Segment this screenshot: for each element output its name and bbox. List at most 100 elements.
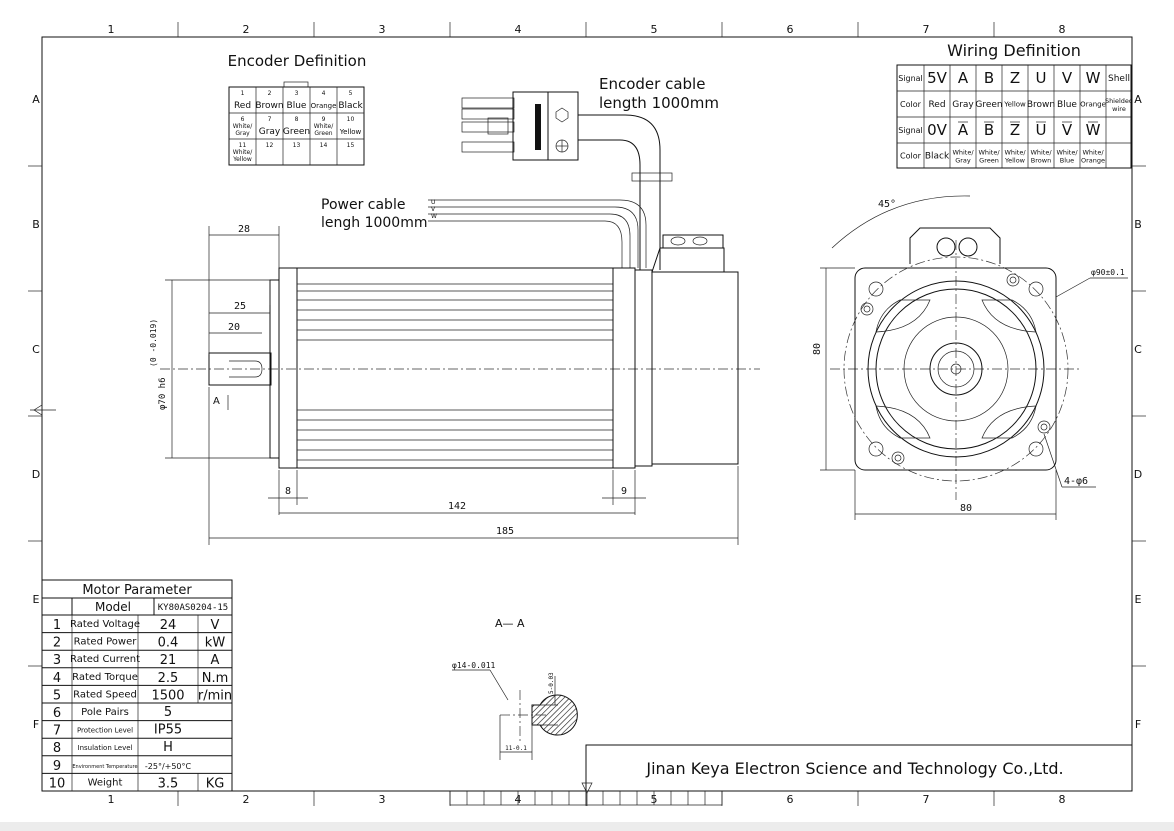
encoder-pin-number: 11 xyxy=(239,142,247,149)
param-unit: V xyxy=(211,618,220,633)
encoder-pin-color: White/ xyxy=(233,149,253,156)
dim-8: 8 xyxy=(285,486,291,497)
shaft-diameter-label: φ70 h6 xyxy=(158,377,168,410)
shaft-tolerance-label: (0 -0.019) xyxy=(149,319,158,367)
pcd-label: φ90±0.1 xyxy=(1091,268,1125,277)
wiring-cell: White/ xyxy=(1082,149,1104,157)
zone-col-label: 6 xyxy=(787,793,794,806)
encoder-pin-number: 4 xyxy=(322,90,326,97)
param-name: Rated Voltage xyxy=(70,619,140,630)
encoder-pin-number: 10 xyxy=(347,116,355,123)
company-name: Jinan Keya Electron Science and Technolo… xyxy=(645,759,1063,778)
wiring-cell: White/ xyxy=(978,149,1000,157)
encoder-pin-color: White/ xyxy=(314,123,334,130)
wiring-cell: Shell xyxy=(1108,74,1130,84)
wiring-cell: V xyxy=(1062,69,1073,87)
wire-u-label: U xyxy=(431,199,435,206)
wiring-row-label: Signal xyxy=(898,74,923,83)
dim-142: 142 xyxy=(448,501,466,512)
encoder-pin-color: Green xyxy=(314,130,332,137)
zone-row-label: E xyxy=(33,593,40,606)
encoder-pin-color: Brown xyxy=(255,101,283,111)
param-number: 7 xyxy=(53,724,61,739)
motor-front-view: 45° φ90±0.1 80 80 4-φ6 xyxy=(812,195,1128,520)
wiring-cell: Blue xyxy=(1057,100,1077,110)
zone-row-label: B xyxy=(32,218,40,231)
wire-w-label: W xyxy=(431,213,437,220)
zone-col-label: 3 xyxy=(379,793,386,806)
dim-9: 9 xyxy=(621,486,627,497)
param-name: Protection Level xyxy=(77,727,133,735)
encoder-pin-number: 9 xyxy=(322,116,326,123)
angle-label: 45° xyxy=(878,199,896,210)
wiring-cell: Orange xyxy=(1080,100,1106,108)
wiring-cell: wire xyxy=(1112,105,1126,113)
holes-label: 4-φ6 xyxy=(1064,476,1088,487)
zone-col-label: 8 xyxy=(1059,793,1066,806)
wiring-cell: White/ xyxy=(952,149,974,157)
param-value: 24 xyxy=(160,618,177,633)
encoder-pin-color: Gray xyxy=(259,127,281,137)
encoder-connector xyxy=(461,91,673,270)
param-value: H xyxy=(163,740,173,755)
encoder-pin-color: Blue xyxy=(287,101,307,111)
dim-20: 20 xyxy=(228,322,240,333)
encoder-pin-number: 3 xyxy=(295,90,299,97)
encoder-pin-color: Green xyxy=(283,127,310,137)
param-unit: KG xyxy=(206,776,225,791)
wiring-cell: White/ xyxy=(1056,149,1078,157)
wiring-cell: Blue xyxy=(1060,157,1074,165)
param-number: 9 xyxy=(53,759,61,774)
section-key-depth: 5-0.03 xyxy=(548,672,555,694)
zone-col-label: 2 xyxy=(243,793,250,806)
zone-col-label: 1 xyxy=(108,23,115,36)
param-value: 2.5 xyxy=(158,671,179,686)
power-cable-length: lengh 1000mm xyxy=(321,215,428,231)
encoder-pin-number: 14 xyxy=(320,142,328,149)
param-name: Pole Pairs xyxy=(81,707,129,718)
wiring-row-label: Signal xyxy=(898,126,923,135)
param-value: IP55 xyxy=(154,723,182,738)
param-value: 0.4 xyxy=(158,636,179,651)
dim-25: 25 xyxy=(234,301,246,312)
param-number: 5 xyxy=(53,688,61,703)
encoder-pin-number: 8 xyxy=(295,116,299,123)
param-number: 8 xyxy=(53,741,61,756)
param-number: 6 xyxy=(53,706,61,721)
param-name: Rated Power xyxy=(74,637,138,648)
wiring-cell: V xyxy=(1062,121,1073,139)
wiring-cell: Brown xyxy=(1027,100,1055,110)
wiring-cell: Yellow xyxy=(1004,157,1026,165)
encoder-definition: Encoder Definition 1Red2Brown3Blue4Orang… xyxy=(228,52,366,166)
wire-v-label: V xyxy=(431,206,436,213)
param-number: 10 xyxy=(49,776,66,791)
param-value: 5 xyxy=(164,705,172,720)
wiring-cell: White/ xyxy=(1030,149,1052,157)
encoder-pin-color: Yellow xyxy=(339,128,362,136)
param-number: 3 xyxy=(53,653,61,668)
zone-col-label: 5 xyxy=(651,23,658,36)
encoder-pin-number: 12 xyxy=(266,142,274,149)
motor-params-title: Motor Parameter xyxy=(82,583,192,598)
zone-row-label: F xyxy=(33,718,39,731)
wiring-cell: 5V xyxy=(927,69,948,87)
zone-col-label: 2 xyxy=(243,23,250,36)
zone-row-label: C xyxy=(1134,343,1142,356)
title-block: Jinan Keya Electron Science and Technolo… xyxy=(449,744,1133,806)
encoder-pin-color: Black xyxy=(338,101,363,111)
wiring-cell: Green xyxy=(975,100,1002,110)
zone-col-label: 7 xyxy=(923,23,930,36)
wiring-row-label: Color xyxy=(900,100,922,109)
section-mark-a: A xyxy=(213,396,220,407)
wiring-title: Wiring Definition xyxy=(947,41,1081,60)
zone-row-label: B xyxy=(1134,218,1142,231)
param-number: 2 xyxy=(53,636,61,651)
encoder-pin-number: 6 xyxy=(241,116,245,123)
zone-col-label: 1 xyxy=(108,793,115,806)
wiring-cell: Orange xyxy=(1081,157,1105,165)
encoder-pin-number: 2 xyxy=(268,90,272,97)
param-unit: N.m xyxy=(202,671,229,686)
param-value: 21 xyxy=(160,653,177,668)
